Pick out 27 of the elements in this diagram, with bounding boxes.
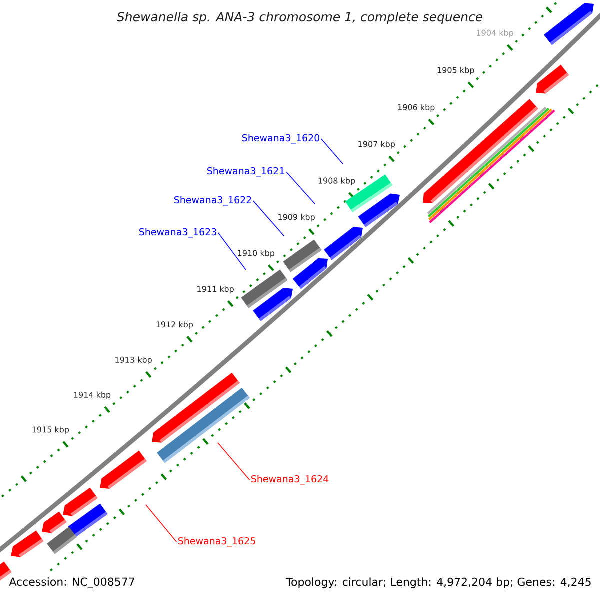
gene-label: Shewana3_1620 — [242, 134, 320, 144]
footer-text: Topology: circular; Length: 4,972,204 bp; Genes: 4,245 — [286, 578, 591, 588]
gene-label: Shewana3_1624 — [251, 475, 329, 485]
gene-label: Shewana3_1623 — [139, 228, 216, 238]
leader-line — [286, 172, 316, 204]
leader-line — [218, 442, 250, 480]
tick-label: 1913 kbp — [116, 356, 152, 364]
tick-label: 1908 kbp — [318, 178, 356, 186]
tick-label: 1914 kbp — [74, 392, 111, 400]
title: Shewanella sp. ANA-3 chromosome 1, complete sequence — [117, 12, 483, 24]
tick-label: 1904 kbp — [477, 30, 514, 38]
gene-label: Shewana3_1625 — [178, 537, 256, 547]
tick-label: 1907 kbp — [358, 141, 396, 149]
footer-text: Accession: NC_008577 — [9, 578, 134, 588]
tick-label: 1912 kbp — [156, 321, 194, 330]
leader-line — [320, 138, 344, 164]
leader-line — [146, 504, 178, 542]
tick-label: 1905 kbp — [438, 67, 474, 75]
tick-label: 1915 kbp — [32, 426, 70, 434]
leader-line — [252, 200, 284, 236]
gene-label: Shewana3_1621 — [207, 167, 284, 177]
tick-label: 1911 kbp — [198, 286, 234, 294]
gene-label: Shewana3_1622 — [174, 196, 252, 206]
tick-label: 1906 kbp — [398, 104, 435, 112]
tick-label: 1909 kbp — [278, 214, 315, 222]
leader-line — [218, 232, 246, 270]
tick-label: 1910 kbp — [238, 250, 275, 258]
